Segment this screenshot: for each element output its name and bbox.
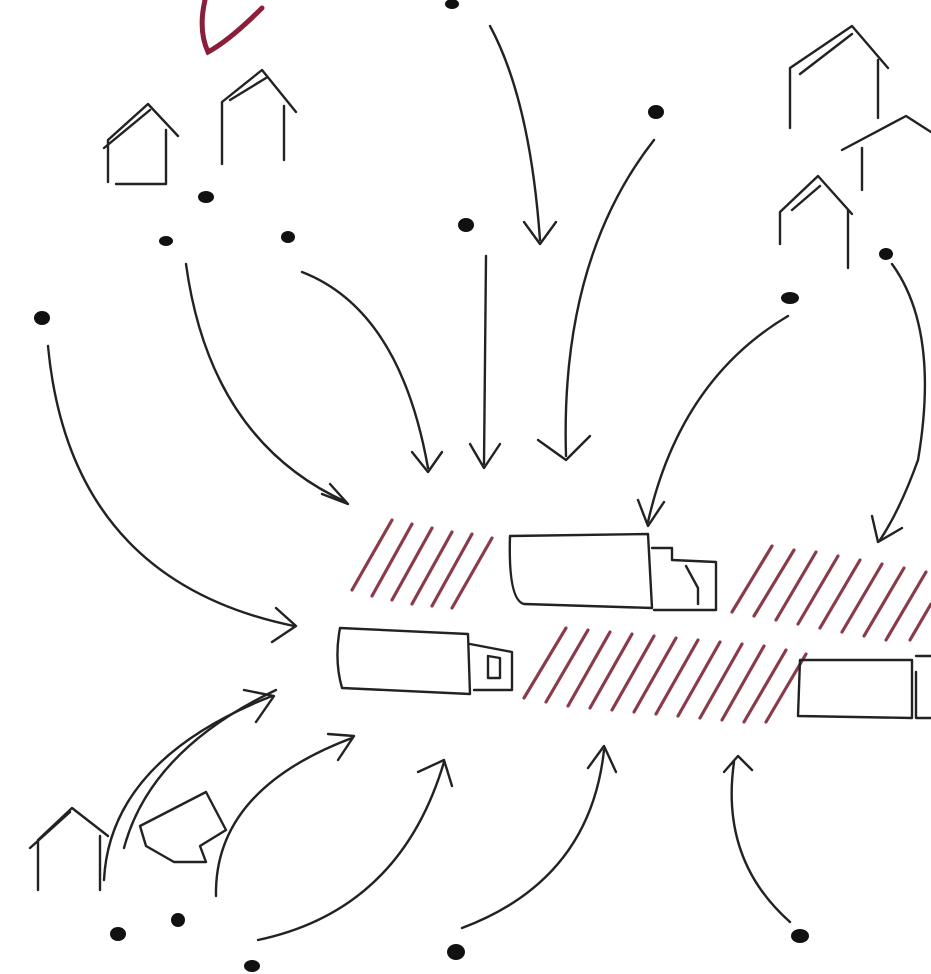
dot	[171, 913, 185, 927]
dot	[781, 292, 799, 304]
house-icon	[102, 102, 180, 186]
arrow	[46, 344, 298, 644]
hatched-zone-2	[522, 626, 808, 724]
arrow	[122, 688, 278, 850]
arrow	[722, 754, 792, 924]
dot	[791, 929, 809, 943]
house-icon	[220, 68, 298, 166]
house-icon	[28, 806, 110, 892]
dot	[445, 0, 459, 9]
dot	[281, 231, 295, 243]
dot	[447, 944, 465, 960]
house-icon	[138, 790, 228, 864]
truck-icon	[336, 626, 514, 696]
truck-icon	[508, 532, 718, 612]
arrow	[870, 262, 927, 544]
arrow	[460, 744, 618, 930]
house-icon	[840, 114, 931, 192]
dot	[110, 927, 126, 941]
arrow	[256, 758, 454, 942]
hatched-zone-1	[350, 518, 494, 610]
arrow	[184, 262, 350, 506]
dot	[34, 311, 50, 325]
dot	[159, 236, 173, 246]
red-pen-stroke	[199, 0, 265, 56]
arrow	[488, 24, 558, 246]
arrow	[300, 270, 444, 474]
arrow	[214, 732, 356, 898]
dot	[879, 248, 893, 260]
house-icon	[788, 24, 890, 130]
arrows	[46, 24, 927, 942]
dot	[648, 105, 664, 119]
house-icon	[778, 174, 854, 270]
hatched-zone-3	[730, 544, 931, 642]
dots	[34, 0, 893, 972]
dot	[198, 191, 214, 203]
arrow	[468, 254, 502, 470]
arrow	[102, 688, 276, 882]
truck-icon	[796, 654, 931, 720]
arrow	[536, 138, 656, 462]
arrow	[636, 314, 790, 528]
dot	[244, 960, 260, 972]
dot	[458, 218, 474, 232]
